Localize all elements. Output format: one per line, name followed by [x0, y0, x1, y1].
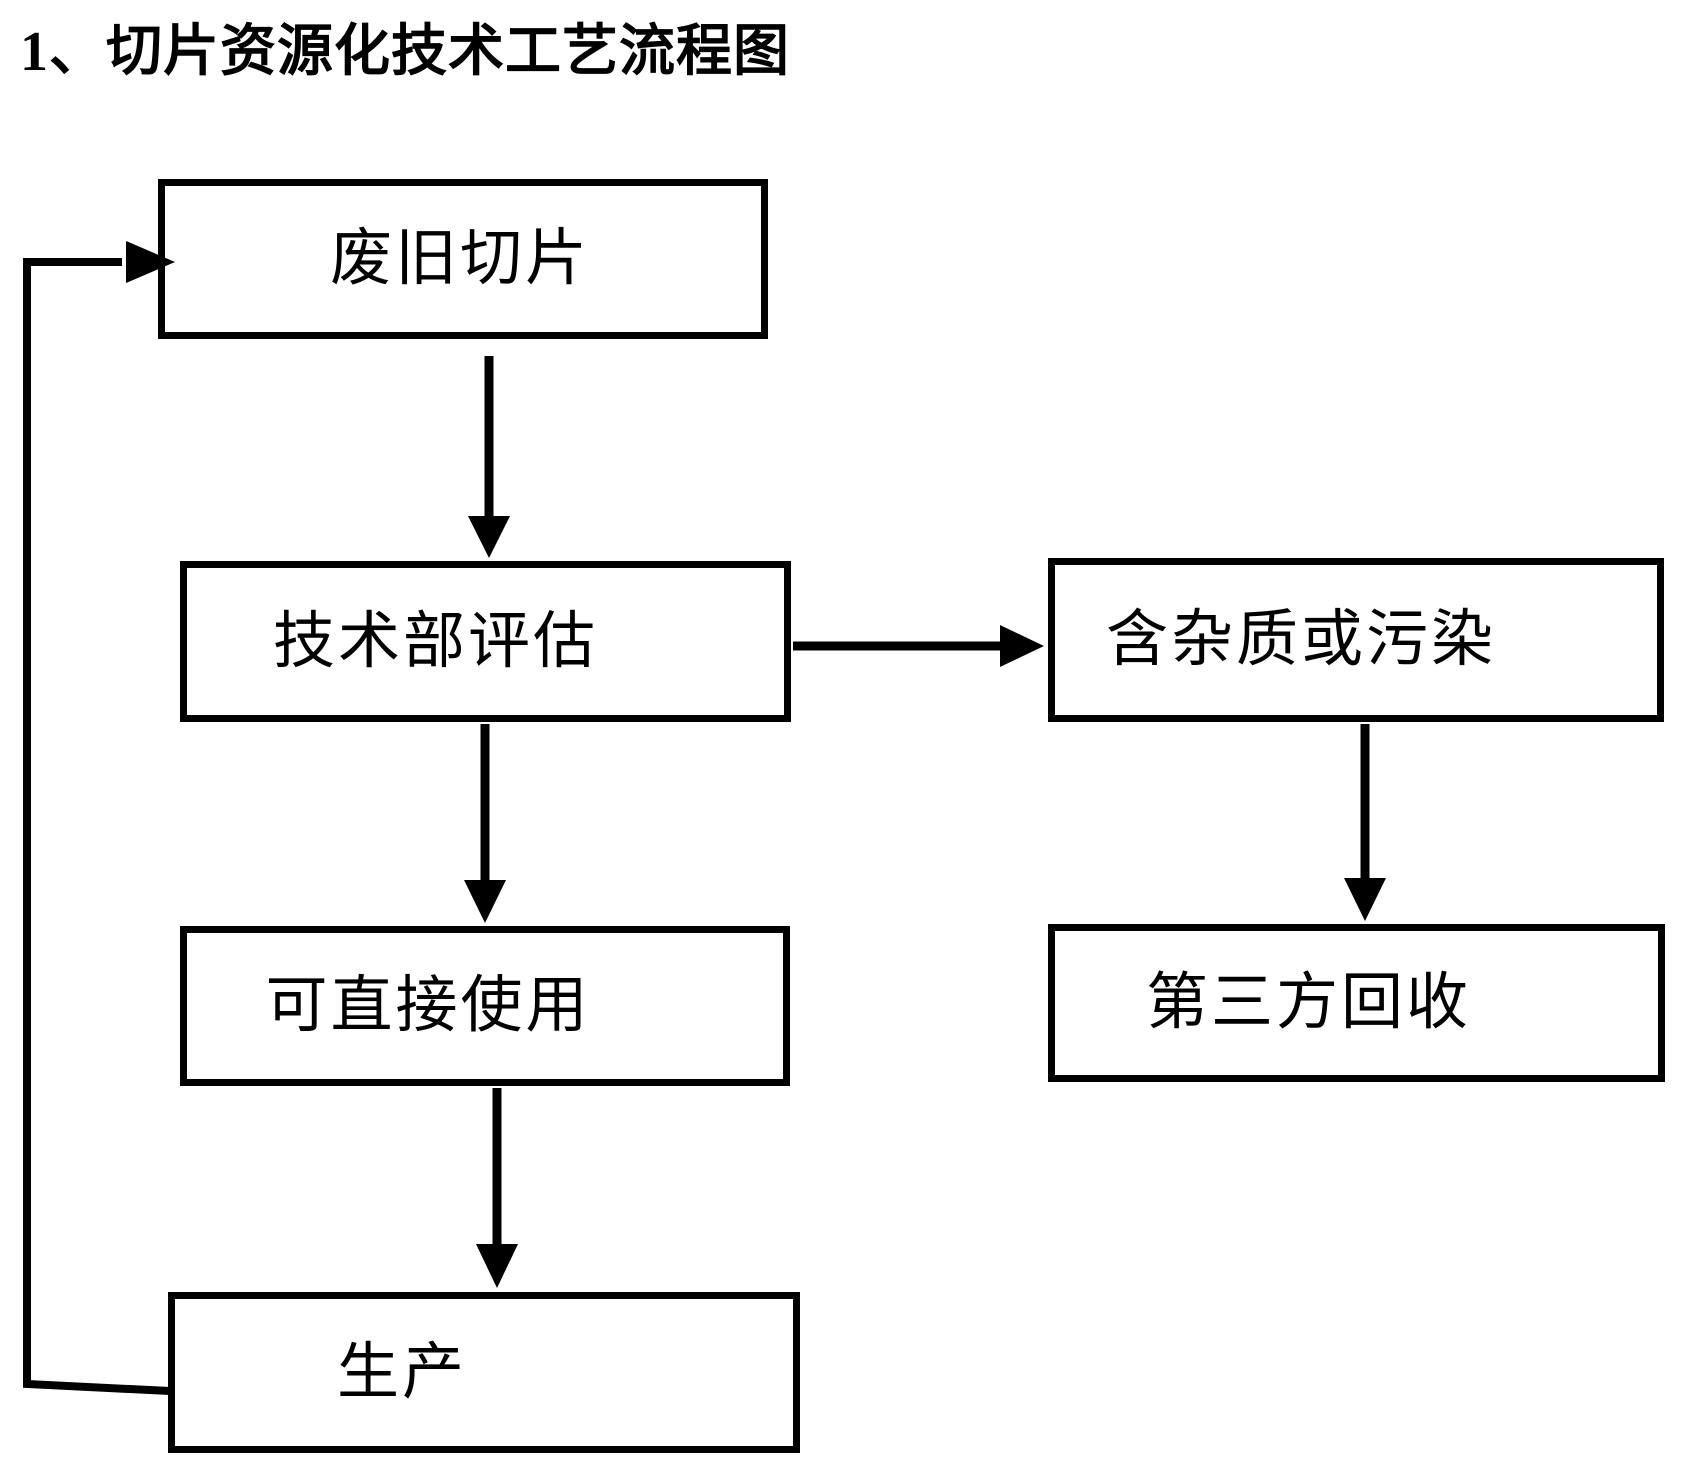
- node-impurities-or-contamination: 含杂质或污染: [1048, 558, 1664, 722]
- node-tech-dept-evaluation: 技术部评估: [180, 561, 791, 722]
- node-label: 含杂质或污染: [1105, 606, 1496, 674]
- arrow-production-loop-to-waste: [23, 241, 175, 1395]
- page-title: 1、切片资源化技术工艺流程图: [20, 21, 790, 83]
- node-directly-usable: 可直接使用: [180, 926, 790, 1086]
- node-label: 可直接使用: [265, 972, 591, 1040]
- node-third-party-recycling: 第三方回收: [1048, 924, 1665, 1082]
- node-label: 废旧切片: [329, 225, 590, 293]
- node-waste-chips: 废旧切片: [158, 179, 768, 339]
- arrow-evaluation-to-direct-use: [464, 724, 506, 923]
- node-label: 技术部评估: [272, 607, 598, 676]
- node-label: 第三方回收: [1145, 969, 1471, 1037]
- arrow-evaluation-to-impurity: [793, 625, 1044, 667]
- node-label: 生产: [336, 1338, 467, 1407]
- arrow-direct-use-to-production: [476, 1088, 518, 1288]
- arrow-waste-to-evaluation: [468, 356, 510, 558]
- arrow-impurity-to-third-party: [1344, 724, 1386, 921]
- node-production: 生产: [168, 1292, 800, 1453]
